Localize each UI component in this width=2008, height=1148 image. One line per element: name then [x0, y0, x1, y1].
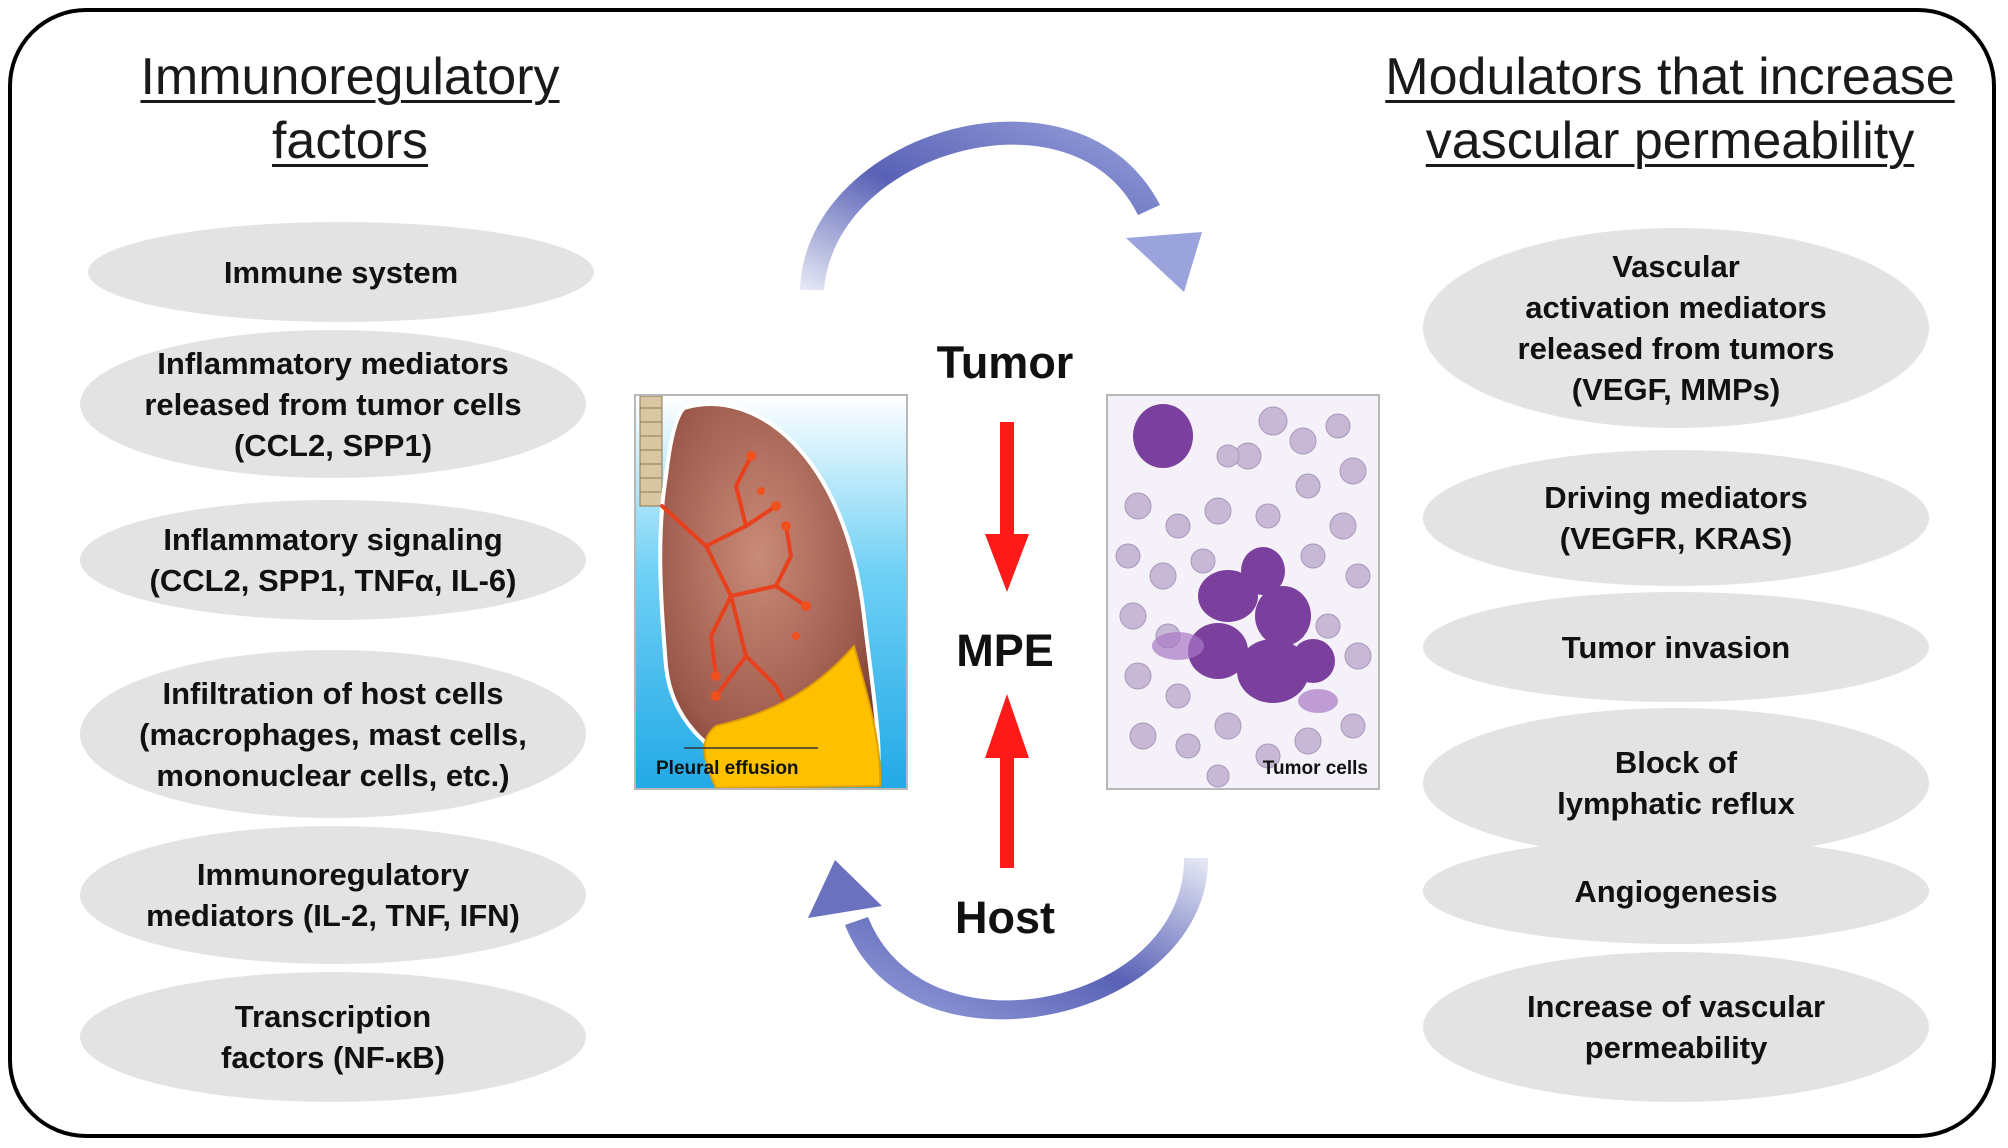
red-arrow-down-head	[985, 534, 1029, 592]
left-heading-line1: Immunoregulatory	[140, 48, 560, 106]
lung-caption: Pleural effusion	[656, 758, 799, 779]
left-factor-label: Inflammatory mediators released from tum…	[144, 345, 522, 463]
lung-illustration: Pleural effusion	[634, 394, 908, 790]
trachea	[639, 396, 663, 507]
left-factor-label: Inflammatory signaling (CCL2, SPP1, TNFα…	[149, 522, 517, 598]
mpe-label: MPE	[956, 625, 1054, 676]
red-arrow-up-head	[985, 694, 1029, 758]
left-factor-label: Immunoregulatory mediators (IL-2, TNF, I…	[146, 857, 520, 933]
host-label: Host	[955, 892, 1055, 943]
right-factor-label: Block of lymphatic reflux	[1557, 745, 1795, 821]
left-heading-line2: factors	[271, 112, 429, 170]
left-factor-oval: Immunoregulatory mediators (IL-2, TNF, I…	[80, 826, 586, 964]
left-factor-oval: Transcription factors (NF-κB)	[80, 972, 586, 1102]
left-factor-label: Infiltration of host cells (macrophages,…	[139, 675, 527, 793]
left-heading: Immunoregulatory factors	[90, 45, 610, 173]
right-factor-oval: Block of lymphatic reflux	[1423, 708, 1929, 858]
left-factor-oval: Infiltration of host cells (macrophages,…	[80, 650, 586, 818]
top-curved-arrow	[800, 121, 1160, 290]
right-factor-label: Angiogenesis	[1574, 873, 1778, 909]
bottom-arrowhead	[808, 860, 882, 918]
tumor-cells-micrograph: Tumor cells	[1106, 394, 1380, 790]
bronchial-tree	[660, 454, 808, 708]
red-arrow-down-shaft	[1000, 422, 1014, 542]
right-factor-label: Tumor invasion	[1561, 629, 1791, 665]
bottom-curved-arrow	[845, 858, 1209, 1020]
right-factor-oval: Vascular activation mediators released f…	[1423, 228, 1929, 428]
right-factor-oval: Driving mediators (VEGFR, KRAS)	[1423, 450, 1929, 586]
right-factor-label: Driving mediators (VEGFR, KRAS)	[1544, 480, 1808, 556]
top-arrowhead	[1126, 232, 1202, 292]
diagram-frame	[8, 8, 1996, 1138]
tumor-label: Tumor	[936, 337, 1074, 388]
left-factor-oval: Inflammatory signaling (CCL2, SPP1, TNFα…	[80, 500, 586, 620]
red-arrow-up-shaft	[1000, 750, 1014, 868]
left-factor-label: Immune system	[223, 254, 459, 290]
left-factor-label: Transcription factors (NF-κB)	[221, 999, 445, 1075]
right-heading-line1: Modulators that increase	[1385, 48, 1955, 106]
right-factor-label: Vascular activation mediators released f…	[1517, 249, 1835, 407]
right-heading-line2: vascular permeability	[1425, 112, 1915, 170]
right-factor-label: Increase of vascular permeability	[1526, 989, 1826, 1065]
left-factor-oval: Immune system	[88, 222, 594, 322]
effusion-fluid	[703, 643, 882, 788]
right-heading: Modulators that increase vascular permea…	[1340, 45, 2000, 173]
right-factor-oval: Tumor invasion	[1423, 592, 1929, 702]
right-factor-oval: Increase of vascular permeability	[1423, 952, 1929, 1102]
left-factor-oval: Inflammatory mediators released from tum…	[80, 330, 586, 478]
cells-caption: Tumor cells	[1262, 758, 1368, 779]
right-factor-oval: Angiogenesis	[1423, 838, 1929, 944]
